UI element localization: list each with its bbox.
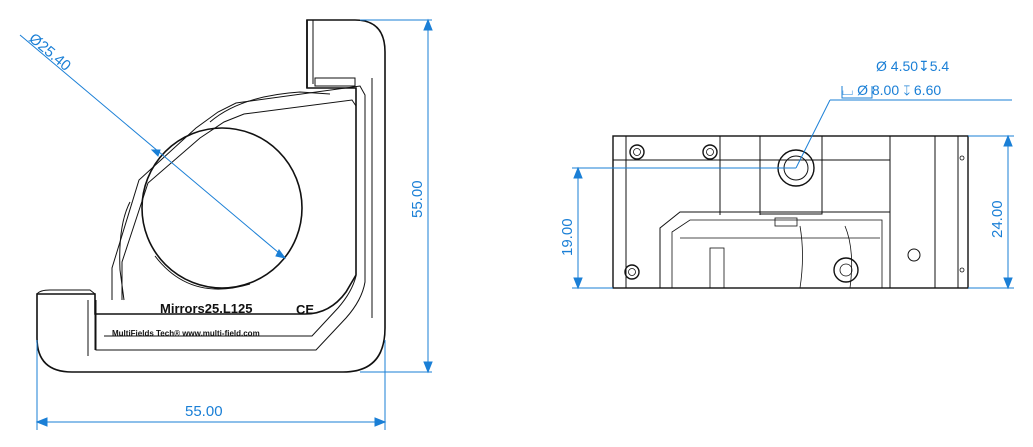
side-screw-top-right: [702, 144, 718, 160]
model-label: Mirrors25.L125: [160, 301, 253, 316]
diameter-dimension: [19, 34, 287, 259]
side-knob: [833, 257, 859, 283]
side-height-label: 19.00: [559, 218, 576, 256]
diameter-label: Ø25.40: [25, 30, 74, 75]
front-top-clip: [314, 77, 356, 87]
front-inner-frame: [95, 85, 366, 351]
front-lower-flange: [36, 289, 96, 295]
ce-mark: CE: [296, 302, 314, 317]
mirror-optic-edge: [154, 255, 251, 290]
side-right-hole: [907, 248, 921, 262]
side-screw-bottom-left: [624, 264, 640, 280]
side-hole-block: [759, 135, 823, 215]
side-height-dimension: [572, 166, 796, 290]
brand-label: MultiFields Tech® www.multi-field.com: [112, 329, 260, 338]
side-recess: [659, 211, 891, 288]
mirror-optic: [141, 127, 303, 289]
hole-label-2: ⌴ Ø 8.00 ↧ 6.60: [842, 82, 941, 98]
hole-callout: [795, 86, 1012, 169]
side-view: [612, 135, 969, 289]
height-dimension: [360, 18, 433, 374]
front-view: [36, 19, 386, 373]
front-inner-frame-2: [104, 99, 357, 337]
hole-label-1: Ø 4.50↧5.4: [876, 58, 949, 74]
front-body-outline: [36, 19, 386, 373]
side-total-height-label: 24.00: [989, 200, 1006, 238]
height-label: 55.00: [409, 180, 426, 218]
front-lower-spring: [119, 201, 131, 301]
side-total-height-dimension: [968, 134, 1014, 290]
width-dimension: [35, 340, 387, 430]
width-label: 55.00: [185, 403, 223, 420]
front-upper-spring: [209, 91, 331, 123]
side-screw-top-left: [629, 144, 645, 160]
